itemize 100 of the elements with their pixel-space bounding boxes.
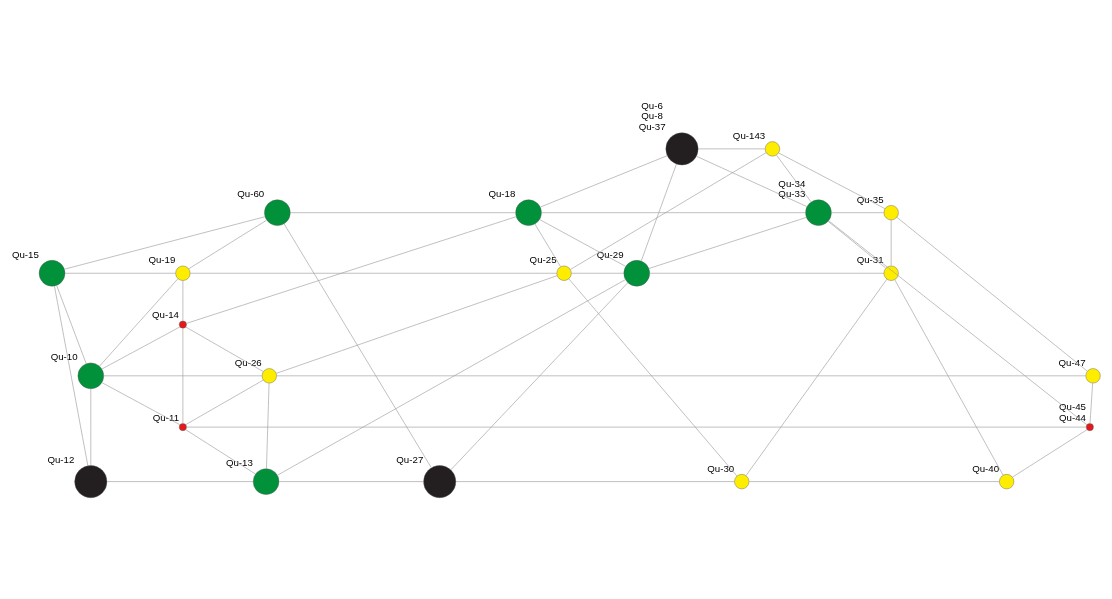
node-circle <box>556 265 572 281</box>
node-label: Qu-29 <box>596 248 624 260</box>
node-label: Qu-6 <box>641 99 663 111</box>
node-label: Qu-40 <box>972 462 1000 474</box>
connector <box>894 279 1004 476</box>
node-label: Qu-44 <box>1059 411 1086 423</box>
node-label: Qu-8 <box>641 110 663 122</box>
connector <box>745 278 888 476</box>
connector <box>290 212 516 213</box>
connector <box>266 382 270 469</box>
connector <box>1012 429 1088 478</box>
connector <box>186 216 517 324</box>
node-circle <box>1086 423 1094 431</box>
connector <box>831 212 885 213</box>
connector <box>90 388 92 466</box>
node-circle <box>264 199 291 226</box>
connector <box>276 375 1086 377</box>
connector <box>101 326 181 370</box>
connector <box>570 152 767 270</box>
node-circle <box>1085 368 1101 384</box>
node-label: Qu-25 <box>529 254 557 266</box>
node-label: Qu-60 <box>237 188 265 200</box>
connector <box>106 481 254 482</box>
node-circle <box>805 199 832 226</box>
connector <box>539 219 626 267</box>
connector <box>890 219 892 267</box>
node-circle <box>623 260 650 287</box>
node-circle <box>999 474 1015 490</box>
connector <box>64 272 176 274</box>
connector <box>640 163 677 262</box>
node-circle <box>252 468 280 495</box>
node-label: Qu-37 <box>638 120 666 132</box>
node-circle <box>423 465 457 498</box>
node-label: Qu-143 <box>732 129 766 141</box>
node-label: Qu-30 <box>707 462 735 474</box>
connector <box>571 272 625 274</box>
connector <box>649 272 885 274</box>
node-label: Qu-18 <box>488 188 516 200</box>
node-circle <box>883 265 899 281</box>
connector <box>277 279 626 476</box>
connector <box>101 382 181 425</box>
connector <box>182 327 184 424</box>
connector <box>186 426 1087 428</box>
connector <box>776 154 812 203</box>
connector <box>1089 382 1093 424</box>
connector <box>541 212 806 213</box>
connector <box>827 221 886 269</box>
connector <box>534 223 561 267</box>
connector <box>450 282 629 471</box>
node-circle <box>515 199 542 226</box>
connector <box>828 220 1088 426</box>
node-label: Qu-33 <box>778 188 806 200</box>
connector <box>188 219 267 270</box>
connector <box>278 481 424 482</box>
node-label: Qu-45 <box>1059 401 1086 413</box>
node-label: Qu-10 <box>50 351 78 363</box>
connector <box>455 481 735 482</box>
node-label: Qu-26 <box>234 356 262 368</box>
connector <box>697 148 766 150</box>
node-circle <box>261 368 277 384</box>
connector <box>185 429 256 475</box>
node-label: Qu-35 <box>856 193 884 205</box>
node-circle <box>179 320 187 329</box>
node-label: Qu-15 <box>11 248 39 260</box>
connector <box>54 285 89 467</box>
node-circle <box>74 465 108 498</box>
node-label: Qu-14 <box>152 309 179 321</box>
connector <box>540 155 668 208</box>
node-circle <box>883 205 899 221</box>
connector <box>568 278 738 477</box>
node-circle <box>734 474 750 490</box>
connector <box>648 217 807 269</box>
node-label: Qu-31 <box>856 254 884 266</box>
node-label: Qu-47 <box>1058 356 1086 368</box>
node-label: Qu-19 <box>148 254 176 266</box>
node-circle <box>665 132 699 166</box>
node-circle <box>38 260 66 287</box>
connector <box>283 223 432 468</box>
connector <box>190 272 558 274</box>
node-circle <box>175 265 191 281</box>
connector <box>276 275 558 374</box>
connector <box>185 326 264 372</box>
connector <box>778 152 886 209</box>
connector <box>696 156 808 207</box>
connector <box>185 379 264 425</box>
node-label: Qu-11 <box>152 411 180 423</box>
node-label: Qu-12 <box>47 453 75 465</box>
node-label: Qu-27 <box>396 453 424 465</box>
connector <box>56 285 87 364</box>
connector <box>896 217 1088 372</box>
connector <box>64 216 266 270</box>
connector <box>748 481 1000 482</box>
node-circle <box>764 141 780 157</box>
node-circle <box>179 423 187 431</box>
connector <box>99 278 179 367</box>
connector <box>182 280 184 322</box>
node-circle <box>77 362 104 389</box>
connector <box>103 375 263 377</box>
node-label: Qu-34 <box>778 177 806 189</box>
node-label: Qu-13 <box>225 456 253 468</box>
